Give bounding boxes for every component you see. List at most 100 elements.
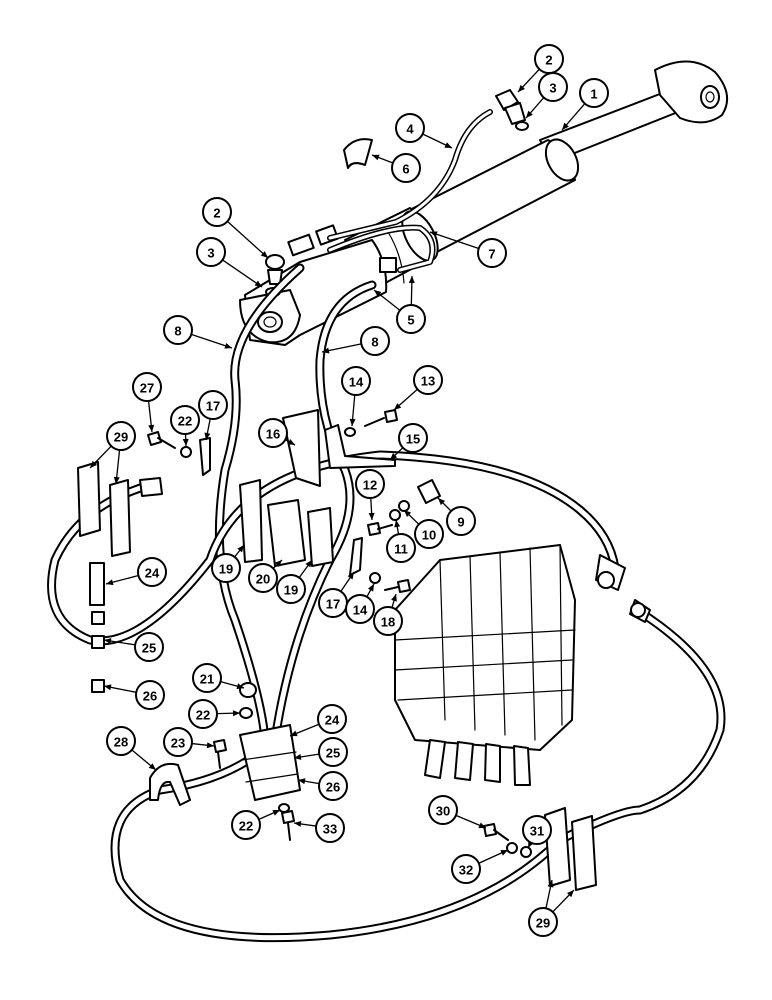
- callout-number: 4: [406, 122, 414, 137]
- callout-circle: [137, 557, 167, 587]
- callout-circle: [248, 563, 278, 593]
- callout-18: 18: [373, 593, 403, 636]
- callout-arrowhead: [391, 594, 397, 602]
- callout-number: 8: [371, 335, 378, 350]
- callout-circle: [538, 72, 568, 102]
- callout-arrowhead: [224, 342, 232, 349]
- callout-circle: [360, 326, 390, 356]
- callout-number: 14: [349, 375, 364, 390]
- callout-number: 5: [407, 313, 414, 328]
- callout-arrowhead: [526, 110, 533, 118]
- callout-arrowhead: [104, 684, 112, 691]
- rigid-tubes: [327, 109, 493, 273]
- callout-circle: [579, 78, 609, 108]
- callout-8: 8: [163, 315, 233, 349]
- callout-13: 13: [393, 365, 443, 411]
- callout-number: 28: [114, 735, 128, 750]
- callout-circle: [477, 238, 507, 268]
- callout-number: 3: [207, 246, 214, 261]
- callout-number: 22: [239, 819, 253, 834]
- callout-circle: [428, 795, 458, 825]
- callout-circle: [202, 197, 232, 227]
- callout-5: 5: [373, 275, 426, 334]
- callout-arrowhead: [562, 122, 569, 130]
- callout-number: 29: [536, 916, 550, 931]
- callout-circle: [522, 815, 552, 845]
- hoses: [47, 263, 726, 943]
- callout-arrowhead: [204, 432, 211, 440]
- callout-arrowhead: [206, 742, 214, 749]
- callout-circle: [198, 390, 228, 420]
- callout-arrowhead: [547, 880, 554, 888]
- callout-19: 19: [211, 544, 245, 583]
- callout-number: 10: [422, 528, 436, 543]
- callout-arrowhead: [347, 572, 354, 580]
- callout-14: 14: [341, 366, 371, 427]
- callout-circle: [395, 113, 425, 143]
- callout-arrowhead: [518, 84, 525, 92]
- callout-6: 6: [371, 153, 421, 183]
- callout-circle: [163, 727, 193, 757]
- callout-arrowhead: [372, 154, 380, 161]
- callout-arrowhead: [444, 142, 452, 148]
- callout-26: 26: [297, 771, 348, 801]
- callout-number: 3: [549, 81, 556, 96]
- callout-circle: [396, 304, 426, 334]
- callout-circle: [413, 365, 443, 395]
- callout-arrowhead: [148, 424, 155, 432]
- callout-arrowhead: [305, 560, 312, 568]
- callout-circle: [231, 810, 261, 840]
- callout-circle: [451, 854, 481, 884]
- callout-9: 9: [437, 497, 476, 536]
- callout-number: 20: [256, 572, 270, 587]
- callout-16: 16: [258, 418, 296, 448]
- callout-27: 27: [132, 372, 162, 433]
- callout-number: 26: [326, 780, 340, 795]
- callout-arrowhead: [394, 403, 402, 410]
- callout-number: 6: [402, 162, 409, 177]
- callout-28: 28: [106, 726, 157, 771]
- callout-number: 7: [488, 247, 495, 262]
- callout-circle: [276, 574, 306, 604]
- callout-29: 29: [89, 421, 136, 485]
- callout-circle: [211, 553, 241, 583]
- callout-24: 24: [289, 704, 347, 737]
- callout-4: 4: [395, 113, 453, 149]
- callout-arrowhead: [113, 476, 120, 484]
- callout-circle: [135, 680, 165, 710]
- callout-number: 17: [326, 597, 340, 612]
- callout-circle: [106, 726, 136, 756]
- callout-arrowhead: [260, 251, 268, 258]
- callout-arrowhead: [390, 452, 398, 460]
- callout-arrowhead: [500, 850, 508, 856]
- callout-arrowhead: [237, 545, 244, 553]
- callout-2: 2: [202, 197, 269, 259]
- callout-circle: [446, 506, 476, 536]
- callout-30: 30: [428, 795, 487, 829]
- callout-10: 10: [403, 509, 444, 549]
- callout-arrowhead: [274, 560, 282, 567]
- callout-arrowhead: [322, 347, 330, 354]
- callout-number: 14: [353, 603, 368, 618]
- callout-number: 32: [459, 863, 473, 878]
- callout-number: 1: [590, 87, 597, 102]
- callout-number: 27: [140, 381, 154, 396]
- callout-arrowhead: [438, 498, 446, 506]
- callout-circle: [345, 594, 375, 624]
- callout-33: 33: [293, 813, 345, 843]
- callout-number: 24: [325, 713, 340, 728]
- callout-arrowhead: [272, 810, 280, 816]
- callout-arrowhead: [367, 584, 374, 592]
- callout-7: 7: [429, 231, 507, 268]
- callout-arrowhead: [404, 510, 412, 518]
- callout-circle: [373, 606, 403, 636]
- callout-circle: [196, 237, 226, 267]
- callout-circle: [355, 469, 385, 499]
- callout-circle: [414, 519, 444, 549]
- callout-number: 23: [171, 736, 185, 751]
- callout-number: 18: [381, 615, 395, 630]
- callout-3: 3: [196, 237, 263, 288]
- callout-32: 32: [451, 849, 509, 884]
- callout-17: 17: [198, 390, 228, 441]
